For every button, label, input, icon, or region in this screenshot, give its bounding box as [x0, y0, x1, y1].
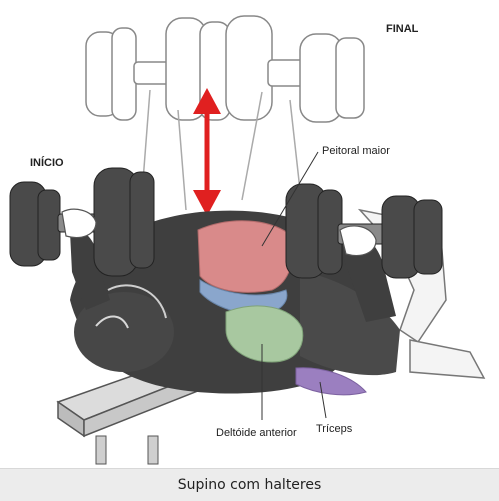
figure-caption: Supino com halteres [177, 477, 322, 493]
pectoral-label: Peitoral maior [322, 145, 390, 157]
bench-press-illustration: INÍCIO FINAL Peitoral maior Deltóide ant… [9, 15, 486, 465]
deltoid-muscle [225, 305, 304, 363]
final-dumbbell [85, 15, 365, 123]
triceps-label: Tríceps [316, 423, 353, 435]
pectoral-lower-muscle [199, 279, 288, 315]
deltoid-label: Deltóide anterior [216, 427, 297, 439]
leader-lines [261, 151, 327, 420]
hands [61, 208, 377, 257]
caption-bar: Supino com halteres [0, 468, 499, 501]
muscles [197, 220, 367, 396]
final-label: FINAL [386, 23, 419, 35]
triceps-muscle [295, 367, 367, 396]
head [74, 284, 174, 372]
start-dumbbell-right [285, 183, 443, 279]
start-label: INÍCIO [30, 156, 64, 169]
pectoral-muscle [197, 220, 294, 293]
motion-arrow [193, 88, 221, 216]
